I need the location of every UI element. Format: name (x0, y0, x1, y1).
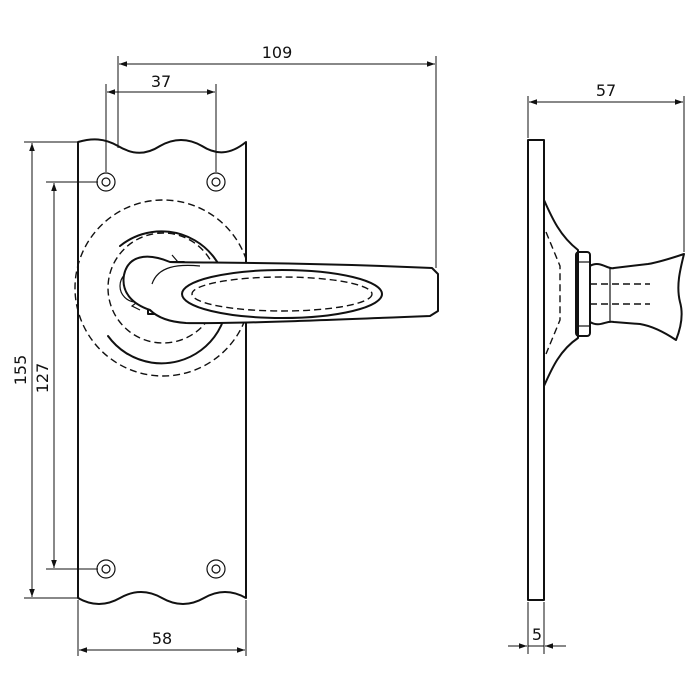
front-view (74, 138, 439, 605)
side-plate (527, 139, 545, 601)
dim-plate-width: 58 (77, 600, 247, 656)
dim-label-5: 5 (532, 625, 542, 644)
dim-label-57: 57 (596, 81, 616, 100)
dim-hole-spacing-width: 37 (105, 72, 217, 172)
screw-hole-top-left (96, 172, 116, 192)
screw-hole-bottom-left (96, 559, 116, 579)
rose-profile (543, 199, 579, 387)
dim-plate-height: 155 (11, 141, 80, 599)
dim-label-155: 155 (11, 355, 30, 386)
dim-label-58: 58 (152, 629, 172, 648)
side-view (527, 139, 685, 601)
lever-grip-recess (181, 269, 383, 319)
backplate-outline (77, 138, 247, 605)
dim-total-length: 109 (117, 43, 437, 268)
dim-label-37: 37 (151, 72, 171, 91)
dim-hole-spacing-height: 127 (33, 181, 98, 570)
side-lever-profile (589, 253, 685, 341)
dim-label-109: 109 (262, 43, 293, 62)
dim-plate-thickness: 5 (508, 602, 566, 654)
lever-handle (122, 255, 439, 325)
screw-holes (96, 172, 226, 579)
dim-side-depth: 57 (527, 81, 685, 252)
screw-hole-bottom-right (206, 559, 226, 579)
screw-hole-top-right (206, 172, 226, 192)
dim-label-127: 127 (33, 363, 52, 394)
